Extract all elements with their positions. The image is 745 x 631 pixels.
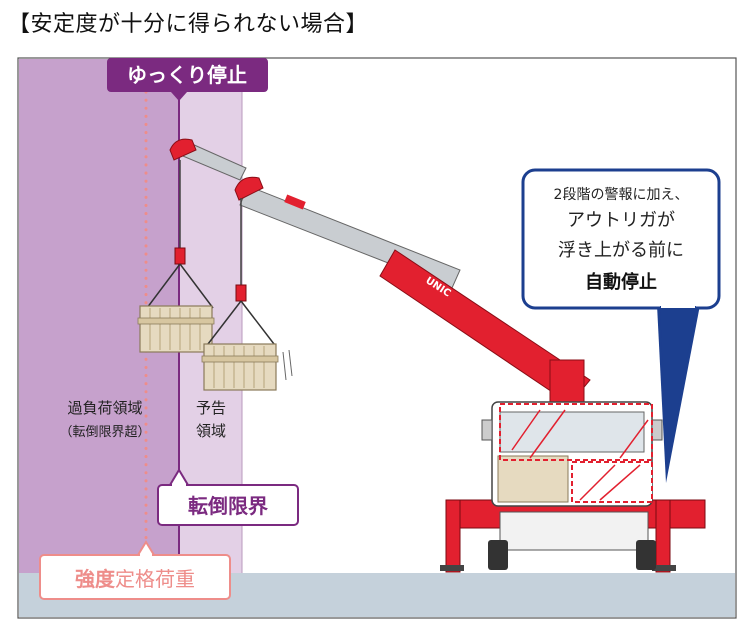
boom-stop-position — [146, 138, 247, 309]
slow-stop-text: ゆっくり停止 — [127, 63, 247, 87]
strength-rated-load-label: 強度定格荷重 — [39, 540, 231, 600]
cargo-hanging — [201, 343, 293, 391]
page-title: 【安定度が十分に得られない場合】 — [8, 12, 369, 37]
callout-line-3: 浮き上がる前に — [558, 240, 684, 261]
overload-zone-label: 過負荷領域 — [67, 399, 142, 417]
tipping-limit-text: 転倒限界 — [188, 494, 268, 518]
svg-text:強度定格荷重: 強度定格荷重 — [75, 567, 195, 591]
slow-stop-label: ゆっくり停止 — [107, 58, 268, 101]
callout-line-2: アウトリガが — [567, 210, 675, 231]
strength-rest-text: 定格荷重 — [115, 567, 195, 591]
tipping-limit-label: 転倒限界 — [157, 468, 299, 526]
warning-callout: 2段階の警報に加え、 アウトリガが 浮き上がる前に 自動停止 — [521, 168, 721, 483]
cargo-stopped — [137, 305, 215, 353]
strength-bold-text: 強度 — [75, 567, 116, 591]
overload-zone-sublabel: （転倒限界超） — [59, 425, 150, 440]
warning-zone-label-1: 予告 — [196, 399, 226, 417]
callout-line-4: 自動停止 — [585, 271, 657, 293]
callout-line-1: 2段階の警報に加え、 — [554, 187, 689, 203]
crane-truck — [440, 401, 706, 573]
warning-zone-label-2: 領域 — [196, 422, 226, 440]
